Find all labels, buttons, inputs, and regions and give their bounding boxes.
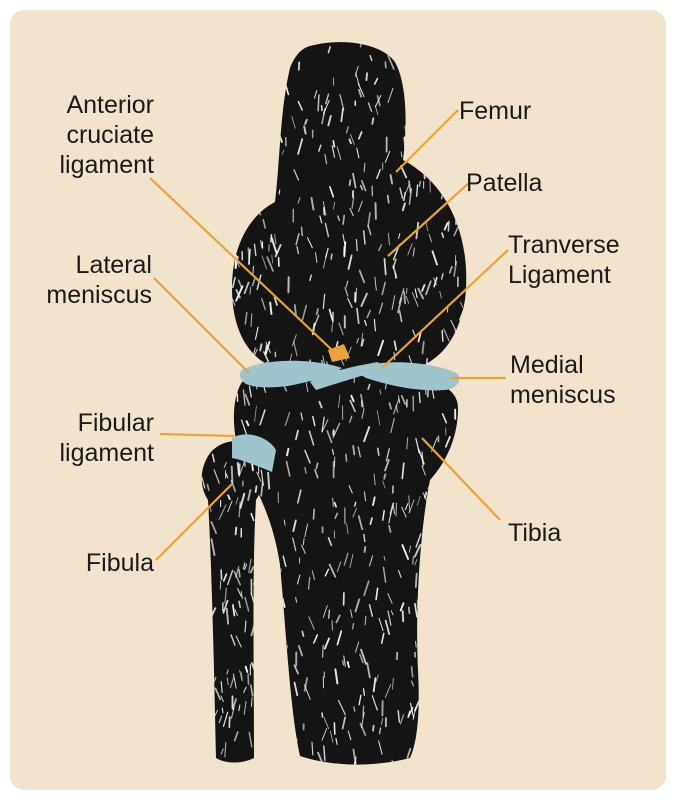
leader-transverse bbox=[381, 249, 509, 369]
label-patella: Patella bbox=[466, 169, 543, 197]
fibula-shape bbox=[201, 441, 267, 763]
diagram-canvas: Anterior cruciate ligament Femur Patella… bbox=[10, 10, 666, 790]
leader-fibula bbox=[155, 483, 233, 561]
label-transverse-ligament: Tranverse Ligament bbox=[508, 231, 620, 289]
label-tibia: Tibia bbox=[508, 519, 562, 547]
label-medial-meniscus: Medial meniscus bbox=[510, 351, 616, 409]
bones bbox=[201, 42, 467, 765]
fibular-ligament-shape bbox=[232, 434, 276, 472]
leader-femur bbox=[395, 109, 459, 173]
label-lateral-meniscus: Lateral meniscus bbox=[46, 251, 152, 309]
acl-shape bbox=[328, 344, 350, 362]
knee-anatomy-diagram bbox=[10, 10, 666, 790]
leader-patella bbox=[387, 181, 471, 257]
leader-acl bbox=[149, 177, 333, 351]
label-anterior-cruciate-ligament: Anterior cruciate ligament bbox=[59, 91, 155, 179]
leader-lines bbox=[149, 109, 509, 561]
tibia-shape bbox=[233, 373, 458, 765]
transverse-ligament-shape bbox=[310, 362, 382, 390]
label-femur: Femur bbox=[459, 97, 532, 125]
label-fibular-ligament: Fibular ligament bbox=[59, 409, 155, 467]
leader-lateral-meniscus bbox=[153, 277, 251, 375]
menisci bbox=[239, 360, 460, 391]
leader-fibular-ligament bbox=[159, 432, 235, 438]
label-fibula: Fibula bbox=[85, 549, 154, 577]
femur-shape bbox=[232, 42, 467, 370]
medial-meniscus-shape bbox=[358, 362, 460, 391]
lateral-meniscus-shape bbox=[239, 360, 342, 388]
leader-tibia bbox=[421, 437, 501, 521]
